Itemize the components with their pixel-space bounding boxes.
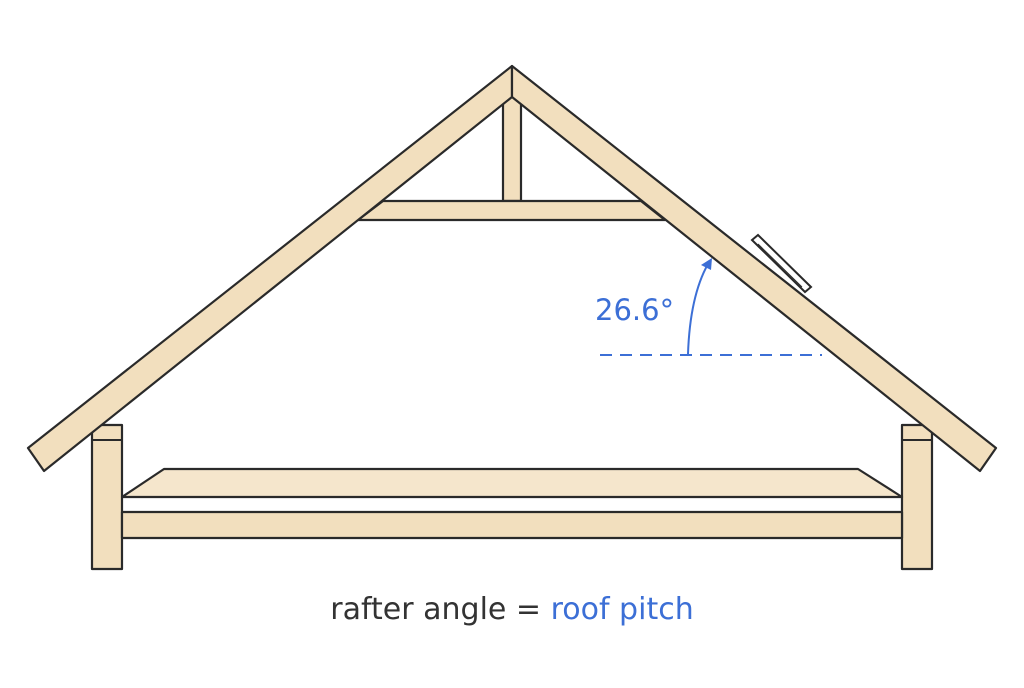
- collar-tie: [356, 199, 667, 222]
- angle-arc-arrowhead-icon: [701, 258, 712, 270]
- angle-level-tool: [750, 233, 813, 294]
- right-rafter: [510, 64, 998, 473]
- caption-prefix: rafter angle =: [330, 592, 551, 627]
- angle-level-tool-line: [757, 243, 803, 288]
- king-post: [501, 95, 523, 203]
- caption: rafter angle = roof pitch: [0, 590, 1024, 630]
- floor-joist: [120, 510, 904, 540]
- right-wall-post: [900, 423, 934, 571]
- angle-arc: [687, 263, 709, 355]
- attic-floor-deck: [120, 467, 904, 499]
- left-wall-post: [90, 423, 124, 571]
- caption-highlight: roof pitch: [550, 592, 694, 627]
- angle-label: 26.6°: [595, 293, 674, 327]
- left-rafter: [26, 64, 514, 473]
